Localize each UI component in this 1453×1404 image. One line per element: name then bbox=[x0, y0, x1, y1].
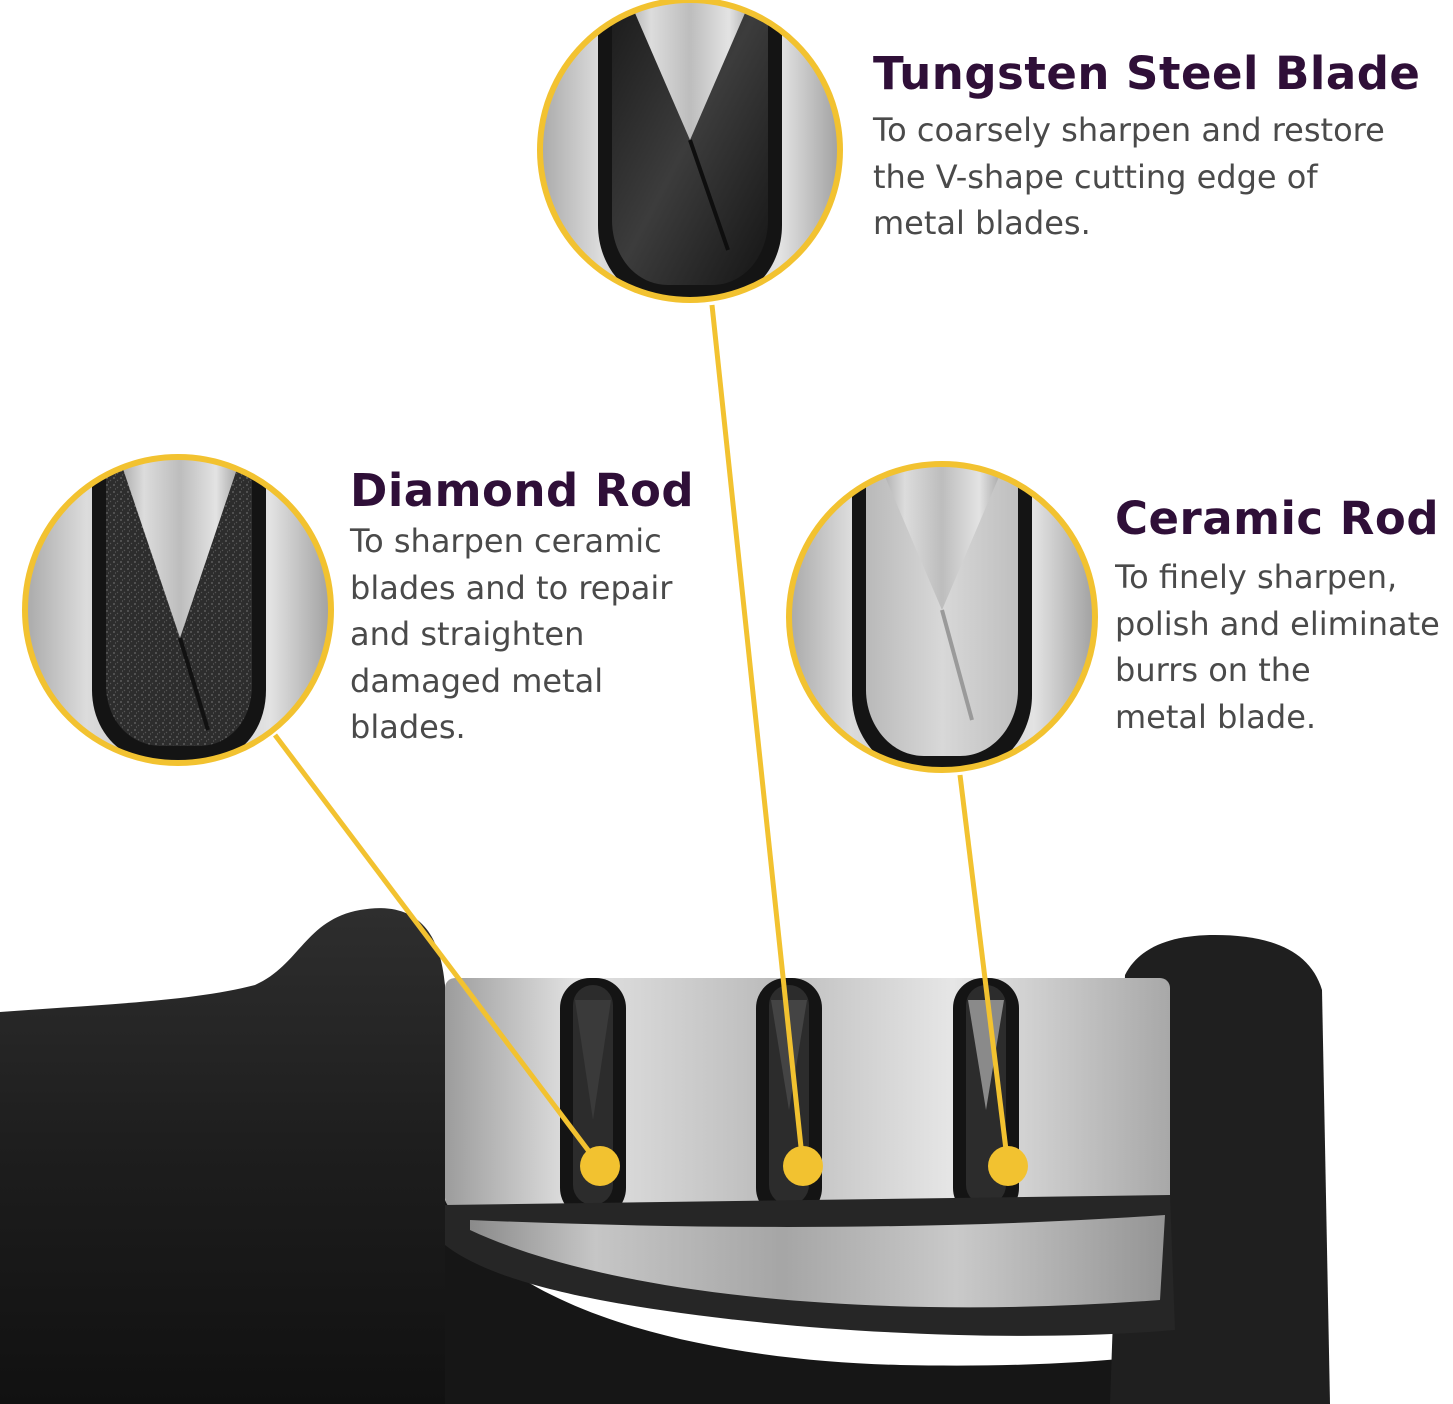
sharpener-handle bbox=[0, 908, 445, 1404]
label-ceramic-desc: To finely sharpen, polish and eliminate … bbox=[1115, 558, 1440, 736]
callout-dot-tungsten bbox=[783, 1146, 823, 1186]
label-diamond-title: Diamond Rod bbox=[350, 464, 695, 517]
label-diamond-desc: To sharpen ceramic blades and to repair … bbox=[350, 522, 673, 746]
callout-lines bbox=[273, 304, 1011, 1168]
label-tungsten: Tungsten Steel Blade To coarsely sharpen… bbox=[873, 47, 1453, 247]
label-tungsten-title: Tungsten Steel Blade bbox=[873, 47, 1421, 100]
callout-line-diamond bbox=[273, 733, 602, 1168]
callout-line-ceramic bbox=[957, 774, 1011, 1167]
callout-line-tungsten bbox=[709, 304, 806, 1167]
label-ceramic: Ceramic Rod To finely sharpen, polish an… bbox=[1115, 492, 1453, 740]
magnifier-tungsten bbox=[537, 0, 843, 303]
magnifier-ceramic bbox=[786, 461, 1098, 773]
label-diamond: Diamond Rod To sharpen ceramic blades an… bbox=[350, 464, 770, 751]
callout-dot-diamond bbox=[580, 1146, 620, 1186]
sharpener-body bbox=[0, 908, 1330, 1404]
label-ceramic-title: Ceramic Rod bbox=[1115, 492, 1440, 545]
callout-dot-ceramic bbox=[988, 1146, 1028, 1186]
magnifier-diamond bbox=[22, 454, 334, 766]
label-tungsten-desc: To coarsely sharpen and restore the V-sh… bbox=[873, 111, 1385, 242]
